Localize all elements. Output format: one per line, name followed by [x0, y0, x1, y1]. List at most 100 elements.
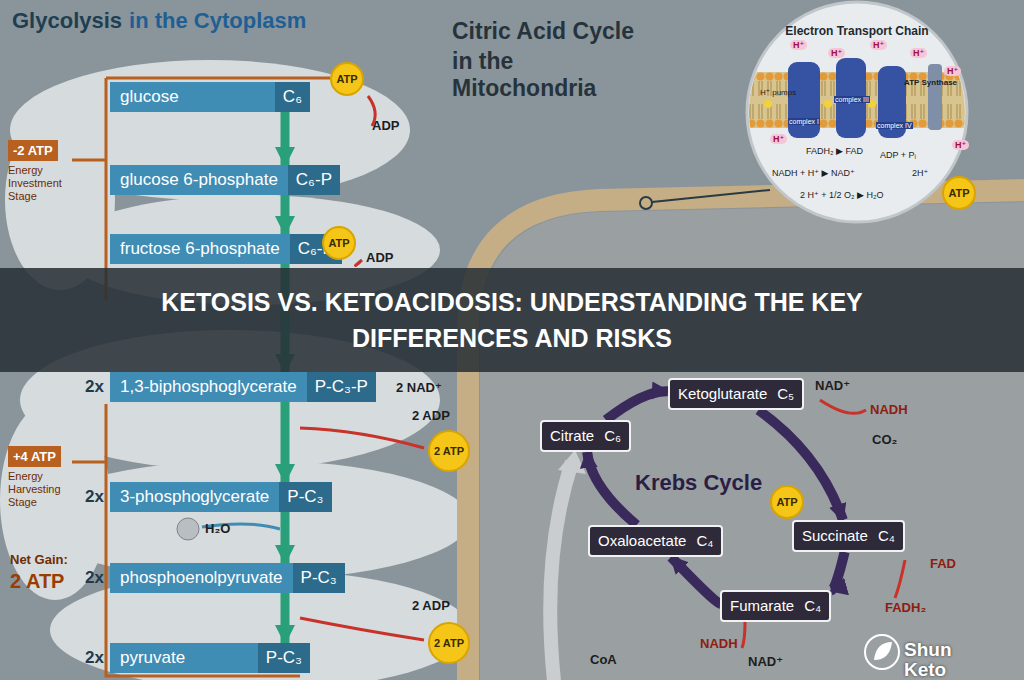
reaction-label: ADP + Pᵢ: [880, 150, 916, 160]
section-heading: Citric Acid Cycle: [452, 18, 634, 45]
carbon-formula: P-C₃-P: [307, 372, 376, 402]
net-gain-label: Net Gain:: [10, 552, 68, 567]
cycle-name: Krebs Cycle: [635, 470, 762, 496]
glycolysis-box: 2x1,3-biphosphoglycerateP-C₃-P: [70, 372, 376, 402]
molecule-name: fructose 6-phosphate: [110, 234, 290, 264]
molecule-box: 1,3-biphosphoglycerateP-C₃-P: [110, 372, 376, 402]
complex-label: complex IV: [876, 122, 913, 129]
zoom-circle-node: Electron Transport ChainATP: [747, 2, 967, 222]
molecule-label: CO₂: [872, 432, 897, 447]
membrane: [740, 58, 980, 138]
carbon-formula: C₅: [775, 380, 802, 408]
glycolysis-box: fructose 6-phosphateC₆-P: [110, 234, 342, 264]
molecule-label: NADH: [700, 636, 738, 651]
atp-circle: 2 ATP: [428, 430, 470, 472]
glycolysis-box: 2xphosphoenolpyruvateP-C₃: [70, 563, 345, 593]
reaction-label: NADH + H⁺ ▶ NAD⁺: [772, 168, 855, 178]
atp-circle: 2 ATP: [428, 622, 470, 664]
red-arrow: [300, 618, 424, 640]
proton-label: H⁺: [944, 66, 961, 76]
glycolysis-arrow: [281, 593, 290, 643]
atp-circle: ATP: [322, 226, 356, 260]
atp-circle: ATP: [770, 485, 804, 519]
red-arrow: [820, 400, 866, 413]
proton-label: H⁺: [828, 48, 845, 58]
proton-label: H⁺: [790, 40, 807, 50]
molecule-label: FAD: [930, 556, 956, 571]
note-label: ATP Synthase: [904, 78, 957, 87]
krebs-box: FumarateC₄: [720, 590, 831, 622]
cloud: [5, 110, 115, 290]
atp-text: ATP: [776, 496, 797, 508]
molecule-name: glucose 6-phosphate: [110, 165, 288, 195]
logo-ring: [865, 635, 899, 669]
proton-label: H⁺: [952, 140, 969, 150]
reaction-label: FADH₂ ▶ FAD: [806, 146, 863, 156]
atp-circle: ATP: [330, 62, 364, 96]
carbon-formula: C₆: [275, 82, 310, 112]
harvest-bracket: [72, 404, 300, 676]
glycolysis-arrow: [281, 402, 290, 482]
cycle-arrow: [671, 557, 720, 604]
carbon-formula: C₆: [602, 422, 629, 450]
molecule-label: H₂O: [205, 521, 230, 536]
krebs-box: KetoglutarateC₅: [668, 378, 804, 410]
intermediate-name: Fumarate: [722, 592, 802, 620]
complex-i: [788, 62, 820, 138]
molecule-label: NAD⁺: [748, 654, 783, 669]
molecule-label: 2 ADP: [412, 408, 450, 423]
proton-label: H⁺: [870, 40, 887, 50]
section-heading: Glycolysis: [12, 8, 122, 34]
title: KETOSIS VS. KETOACIDOSIS: UNDERSTANDING …: [92, 284, 932, 356]
carbon-formula: P-C₃: [279, 482, 331, 512]
zoom-point: [640, 197, 652, 209]
coa-arrow: [550, 462, 572, 680]
krebs-box: SuccinateC₄: [792, 520, 905, 552]
complex-label: complex I: [788, 118, 820, 125]
molecule-box: 3-phosphoglycerateP-C₃: [110, 482, 332, 512]
net-gain-value: 2 ATP: [10, 570, 64, 593]
carbon-formula: C₆-P: [288, 165, 340, 195]
red-arrow: [355, 260, 362, 266]
glycolysis-box: glucose 6-phosphateC₆-P: [110, 165, 340, 195]
watermark: Shun Keto: [904, 640, 964, 680]
molecule-label: NADH: [870, 402, 908, 417]
stage-box: -2 ATPEnergy Investment Stage: [8, 140, 72, 203]
red-arrow: [895, 560, 905, 598]
molecule-label: ADP: [366, 250, 393, 265]
stage-name: Energy Harvesting Stage: [8, 470, 72, 509]
cycle-arrow: [758, 410, 842, 520]
molecule-label: FADH₂: [885, 600, 926, 615]
molecule-name: phosphoenolpyruvate: [110, 563, 293, 593]
atp-balance: -2 ATP: [8, 140, 58, 161]
carbon-formula: C₄: [876, 522, 903, 550]
intermediate-name: Citrate: [542, 422, 602, 450]
multiplier: 2x: [70, 643, 104, 673]
glycolysis-box: glucoseC₆: [110, 82, 310, 112]
red-arrow: [300, 428, 424, 448]
electron: [824, 100, 832, 108]
electron: [764, 100, 772, 108]
reaction-label: 2H⁺: [912, 168, 928, 178]
atp-text: ATP: [948, 187, 969, 199]
krebs-box: OxaloacetateC₄: [588, 525, 723, 557]
molecule-name: 3-phosphoglycerate: [110, 482, 279, 512]
reaction-label: 2 H⁺ + 1/2 O₂ ▶ H₂O: [800, 190, 883, 200]
cycle-arrow: [587, 452, 636, 525]
water-drop: [177, 518, 199, 540]
molecule-label: 2 NAD⁺: [396, 380, 442, 395]
molecule-label: NAD⁺: [815, 378, 850, 393]
red-arrow: [742, 622, 745, 648]
molecule-name: glucose: [110, 82, 275, 112]
atp-synthase: [928, 64, 942, 130]
glycolysis-arrow: [281, 195, 290, 234]
molecule-box: glucoseC₆: [110, 82, 310, 112]
multiplier: 2x: [70, 563, 104, 593]
carbon-formula: P-C₃: [293, 563, 345, 593]
coa-arrowhead: [558, 450, 586, 474]
molecule-label: 2 ADP: [412, 598, 450, 613]
section-heading: in the Cytoplasm: [129, 8, 306, 34]
logo-leaf: [874, 642, 892, 660]
atp-text: ATP: [336, 73, 357, 85]
